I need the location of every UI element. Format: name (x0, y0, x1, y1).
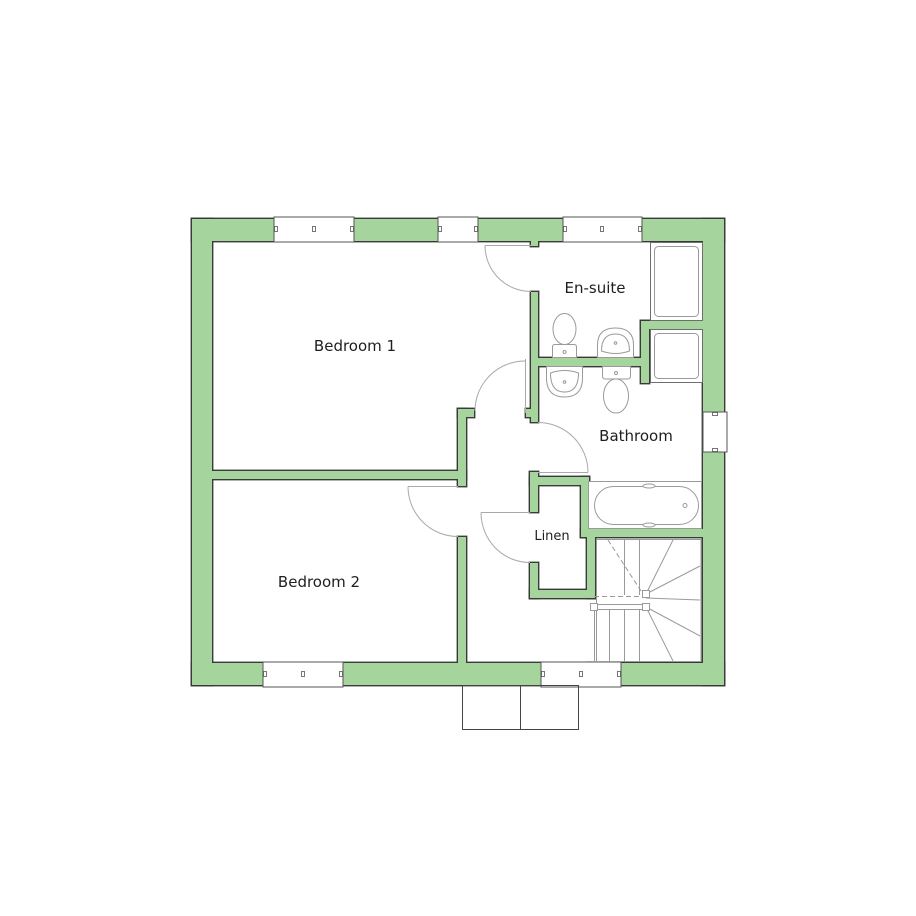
bathtub-tap-top (642, 483, 656, 489)
room-labels: Bedroom 1 En-suite Bathroom Linen Bedroo… (278, 279, 673, 591)
window-bedroom-1-small (437, 216, 479, 243)
window-latch-icon (474, 226, 478, 232)
door-bathroom (537, 422, 589, 473)
window-latch-icon (438, 226, 442, 232)
window-latch-icon (638, 226, 642, 232)
window-latch-icon (579, 671, 583, 677)
window-latch-icon (617, 671, 621, 677)
window-bedroom-2 (262, 661, 344, 688)
door-bedroom-1 (474, 359, 526, 413)
door-swing-arc (484, 245, 532, 292)
bathtub-icon (588, 481, 702, 529)
bathroom-fixtures (546, 329, 703, 529)
porch-canopy (462, 685, 579, 730)
doors (407, 245, 589, 563)
door-swing-arc (480, 512, 531, 563)
toilet-icon (552, 313, 577, 358)
window-latch-icon (350, 226, 354, 232)
stair-winder (645, 539, 674, 595)
door-swing-arc (537, 422, 589, 473)
newel-post-icon (642, 603, 650, 611)
room-label-en-suite: En-suite (565, 279, 626, 297)
newel-post-icon (590, 603, 598, 611)
bathtub-drain-dot (682, 503, 688, 508)
basin-icon (597, 327, 634, 358)
window-latch-icon (563, 226, 567, 232)
window-bathroom (702, 411, 728, 453)
toilet-flush-dot (614, 371, 618, 375)
stair-winder (645, 606, 674, 662)
stair-walkline (607, 539, 642, 592)
basin-drain-dot (613, 341, 618, 345)
window-en-suite (562, 216, 643, 243)
room-label-bathroom: Bathroom (599, 427, 673, 445)
room-label-bedroom-1: Bedroom 1 (314, 337, 396, 355)
bathtub-tap-bottom (642, 522, 656, 528)
basin-icon (546, 366, 583, 398)
window-latch-icon (274, 226, 278, 232)
window-latch-icon (600, 226, 604, 232)
stair-winder (645, 565, 701, 595)
room-label-linen: Linen (534, 529, 569, 544)
en-suite-fixtures (552, 242, 703, 358)
door-linen (480, 512, 531, 563)
walls-fill (192, 219, 724, 685)
window-latch-icon (712, 412, 718, 416)
door-bedroom-2 (407, 486, 459, 537)
window-latch-icon (541, 671, 545, 677)
stair-winder (645, 606, 701, 637)
windows (262, 216, 728, 688)
shower-tray-inner (654, 246, 699, 317)
stair-well (596, 539, 702, 662)
newel-post-icon (642, 590, 650, 598)
shower-tray-inner (654, 333, 699, 379)
window-frame (702, 411, 728, 453)
door-swing-arc (407, 486, 459, 537)
stair-handrail (596, 604, 643, 610)
window-frame (437, 216, 479, 243)
room-label-bedroom-2: Bedroom 2 (278, 573, 360, 591)
window-latch-icon (339, 671, 343, 677)
door-en-suite (484, 245, 532, 292)
door-swing-arc (474, 360, 526, 412)
window-latch-icon (712, 448, 718, 452)
toilet-bowl (603, 378, 629, 414)
staircase-icon (587, 539, 702, 662)
window-latch-icon (312, 226, 316, 232)
shower-tray-icon (650, 329, 703, 383)
walls (190, 217, 726, 687)
toilet-bowl (552, 313, 577, 345)
toilet-icon (602, 366, 631, 414)
toilet-flush-dot (562, 350, 567, 354)
window-latch-icon (301, 671, 305, 677)
window-landing (540, 661, 622, 688)
basin-drain-dot (562, 380, 567, 384)
window-bedroom-1 (273, 216, 355, 243)
shower-tray-icon (650, 242, 703, 321)
stair-winder (645, 597, 701, 601)
window-latch-icon (263, 671, 267, 677)
